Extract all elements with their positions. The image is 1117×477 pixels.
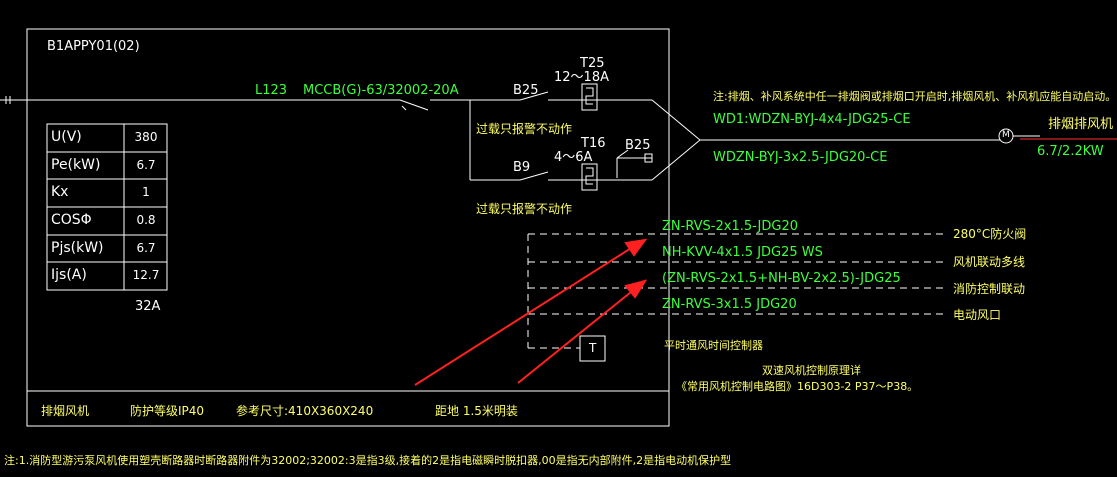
breaker-symbol <box>399 99 470 111</box>
secondary-cable-label: WDZN-BYJ-3x2.5-JDG20-CE <box>713 150 888 165</box>
lower-relay-range: 4～6A <box>554 150 593 165</box>
table-param-cell: Ijs(A) <box>51 267 87 283</box>
control-target-label: 280°C防火阀 <box>953 227 1027 241</box>
control-cable-label: NH-KVV-4x1.5 JDG25 WS <box>662 245 823 260</box>
timer-label: 平时通风时间控制器 <box>664 339 763 352</box>
timer-symbol: T <box>589 341 597 355</box>
lower-contactor-label: B9 <box>513 160 531 175</box>
control-cable-label: (ZN-RVS-2x1.5+NH-BV-2x2.5)-JDG25 <box>662 271 901 286</box>
table-param-cell: Pe(kW) <box>51 157 101 173</box>
table-value-cell: 380 <box>134 130 158 144</box>
table-param-cell: Pjs(kW) <box>51 240 104 256</box>
motor-symbol <box>998 128 1117 144</box>
timer-box <box>579 335 606 362</box>
upper-relay-range: 12～18A <box>554 70 609 85</box>
interlock-note: 注:排烟、补风系统中任一排烟阀或排烟口开启时,排烟风机、补风机应能自动启动。 <box>713 90 1117 103</box>
load-power: 6.7/2.2KW <box>1037 144 1104 159</box>
table-param-cell: Kx <box>51 184 69 200</box>
lower-relay-label: T16 <box>581 136 606 151</box>
control-cable-label: ZN-RVS-2x1.5-JDG20 <box>662 219 798 234</box>
table-value-cell: 1 <box>142 185 150 199</box>
enclosure-frame <box>26 28 670 427</box>
control-lines <box>527 233 948 349</box>
feeder-line-label: L123 <box>255 83 288 98</box>
lower-branch-note: 过载只报警不动作 <box>476 202 573 216</box>
main-cable-label: WD1:WDZN-BYJ-4x4-JDG25-CE <box>713 112 911 127</box>
control-target-label: 消防控制联动 <box>953 282 1026 296</box>
footer-protection: 防护等级IP40 <box>130 404 205 418</box>
incoming-bus <box>0 96 400 104</box>
table-value-cell: 6.7 <box>136 241 156 255</box>
contactor-symbol <box>616 149 653 178</box>
control-target-label: 风机联动多线 <box>953 255 1026 269</box>
table-value-cell: 12.7 <box>132 268 160 282</box>
table-param-cell: COSΦ <box>51 212 92 228</box>
main-breaker-label: MCCB(G)-63/32002-20A <box>303 83 459 98</box>
footer-size: 参考尺寸:410X360X240 <box>236 404 374 418</box>
footer-name: 排烟风机 <box>41 404 90 418</box>
table-value-cell: 0.8 <box>136 213 156 227</box>
branch-wiring <box>469 91 1000 181</box>
breaker-rating: 32A <box>135 299 161 314</box>
upper-branch-note: 过载只报警不动作 <box>476 122 573 136</box>
bottom-note: 注:1.消防型游污泵风机使用塑壳断路器时断路器附件为32002;32002:3是… <box>4 454 732 467</box>
upper-relay-label: T25 <box>580 56 605 71</box>
motor-letter: M <box>1002 130 1010 140</box>
reference-line-2: 《常用风机控制电路图》16D303-2 P37～P38。 <box>676 380 919 393</box>
load-table-grid <box>46 123 168 291</box>
table-param-cell: U(V) <box>51 129 82 145</box>
panel-id: B1APPY01(02) <box>47 39 140 54</box>
annotation-arrow <box>414 238 648 386</box>
reference-line-1: 双速风机控制原理详 <box>762 364 861 377</box>
control-target-label: 电动风口 <box>953 308 1002 322</box>
footer-mounting: 距地 1.5米明装 <box>435 404 518 418</box>
aux-contactor-label: B25 <box>625 138 651 153</box>
table-value-cell: 6.7 <box>136 158 156 172</box>
load-name: 排烟排风机 <box>1048 117 1114 132</box>
thermal-relay-symbol <box>581 83 598 191</box>
control-cable-label: ZN-RVS-3x1.5 JDG20 <box>662 297 797 312</box>
upper-contactor-label: B25 <box>513 83 539 98</box>
